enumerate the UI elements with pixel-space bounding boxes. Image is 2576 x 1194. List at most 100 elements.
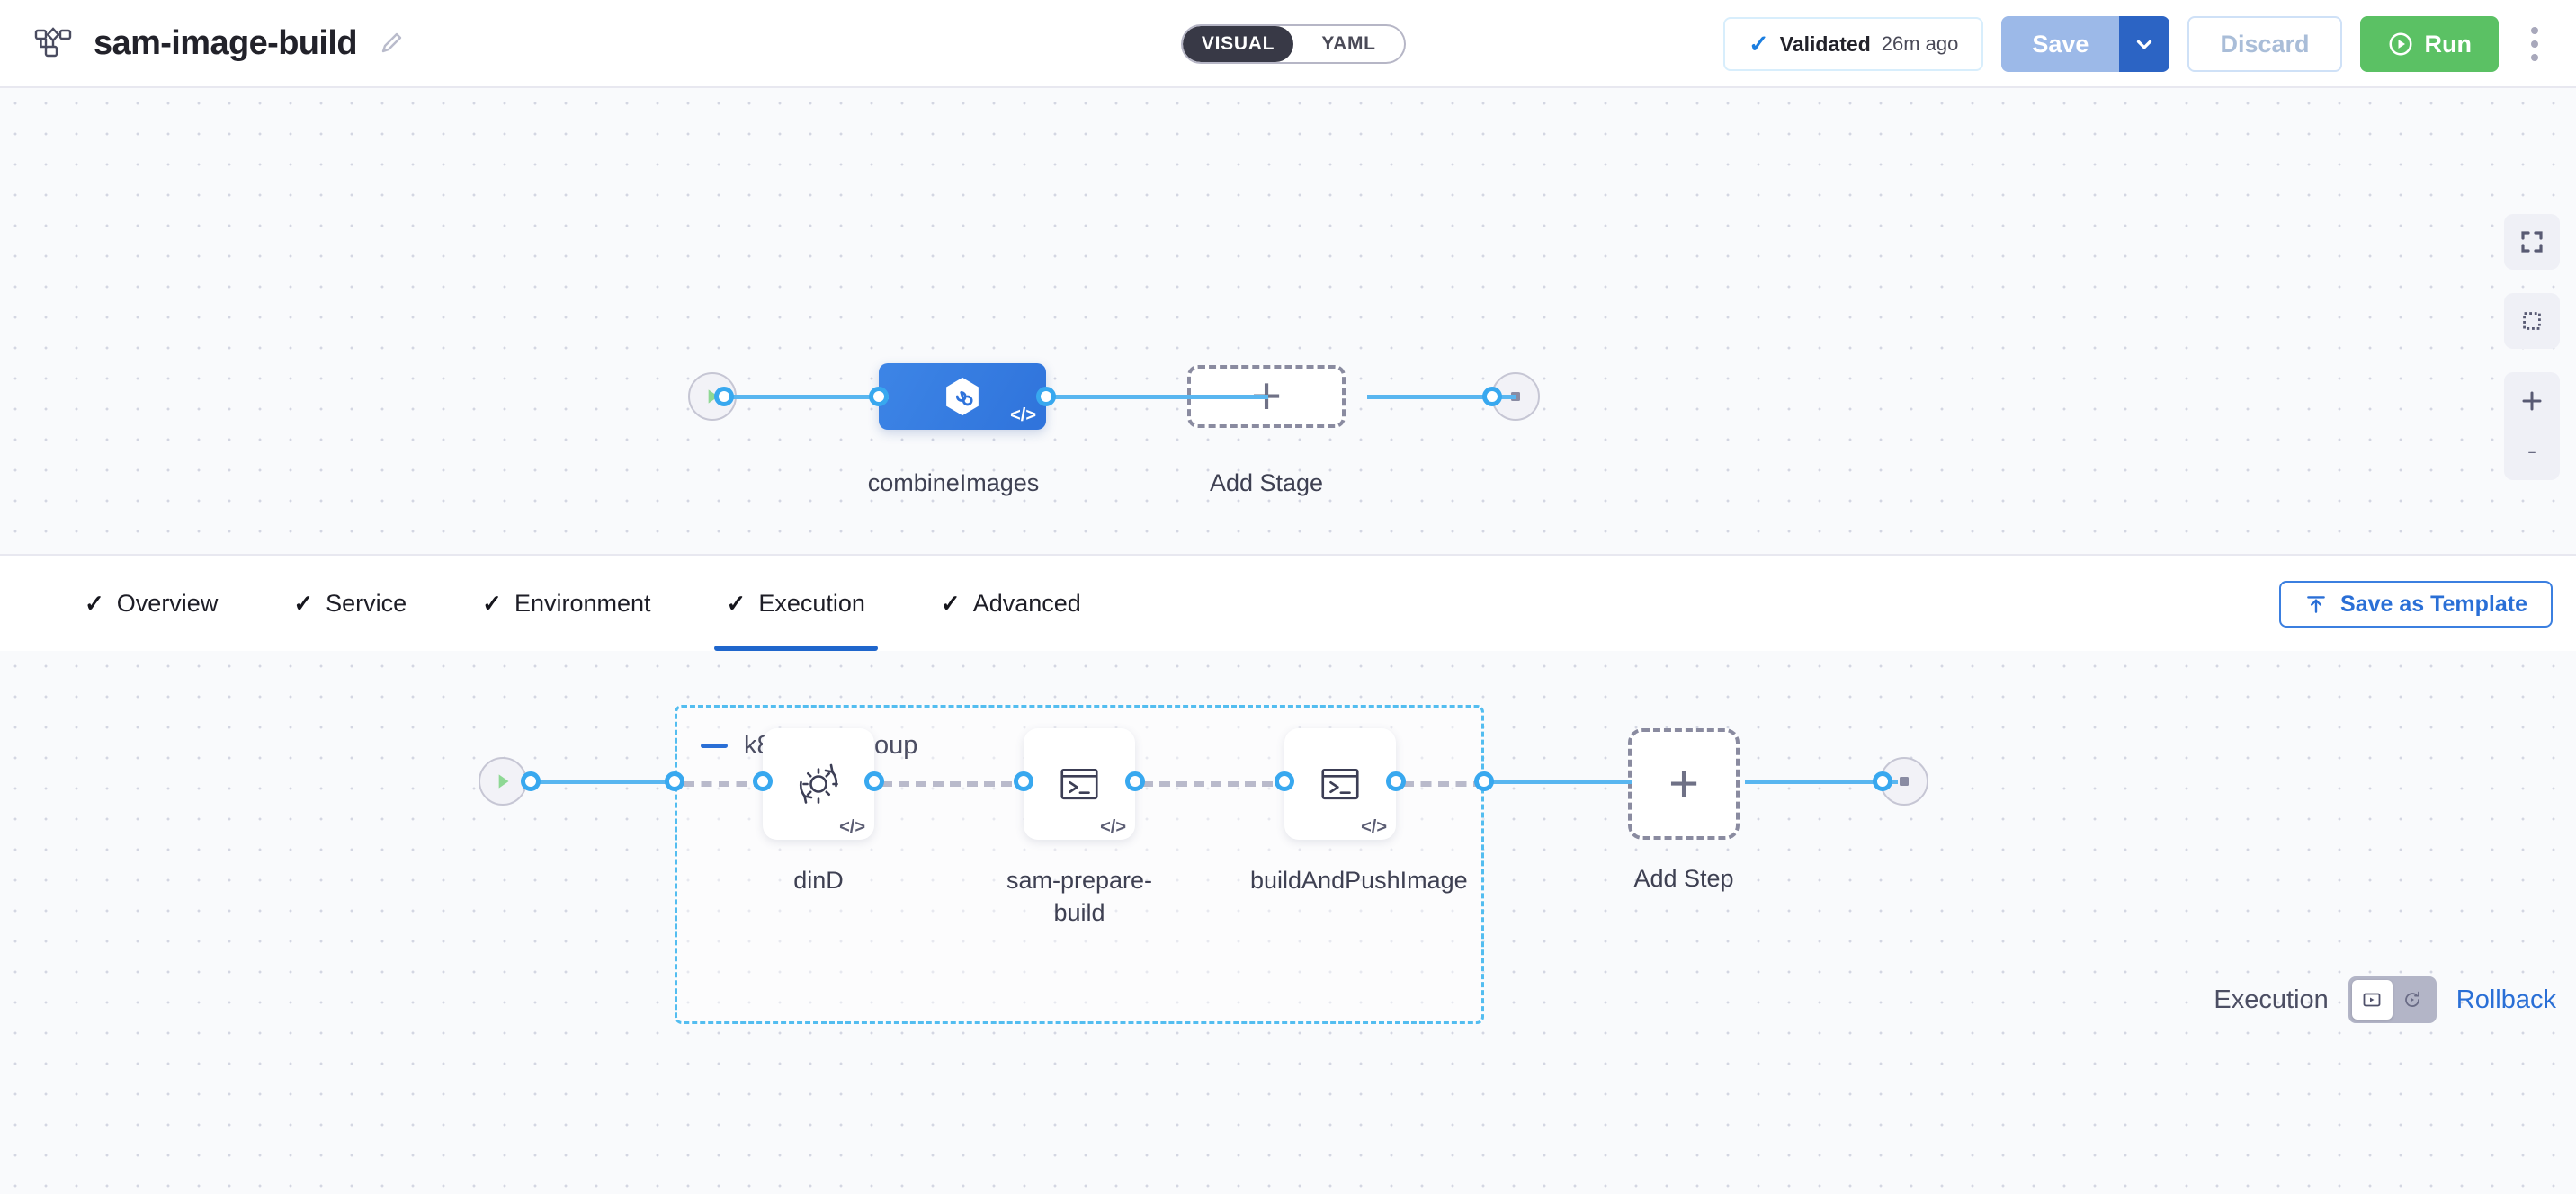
plus-icon: + <box>1668 754 1699 813</box>
tab-label: Execution <box>758 589 865 617</box>
zoom-controls[interactable] <box>2504 372 2560 480</box>
upload-template-icon <box>2304 593 2328 616</box>
link-addstage-to-end <box>1367 395 1516 399</box>
step-label-sam-prepare-build: sam-prepare-build <box>1006 867 1153 926</box>
code-glyph-icon[interactable]: </> <box>1361 817 1387 837</box>
play-triangle-icon <box>498 774 509 789</box>
chevron-down-icon[interactable] <box>2119 16 2170 72</box>
top-toolbar: sam-image-build VISUAL YAML ✓ Validated … <box>0 0 2576 88</box>
gear-refresh-icon <box>799 763 838 804</box>
stop-square-icon <box>1900 777 1909 786</box>
check-icon: ✓ <box>482 589 502 617</box>
link-samprepare-to-buildandpush <box>1142 781 1273 787</box>
zoom-out-icon[interactable] <box>2518 450 2546 466</box>
tab-advanced[interactable]: ✓ Advanced <box>903 556 1119 651</box>
steps-start-node[interactable] <box>479 757 527 806</box>
execution-mode-switch[interactable] <box>2348 976 2437 1023</box>
port-dind-out[interactable] <box>864 771 884 791</box>
save-button[interactable]: Save <box>2001 16 2120 72</box>
fit-screen-icon[interactable] <box>2504 214 2560 270</box>
execution-label: Execution <box>2214 985 2329 1014</box>
tab-execution[interactable]: ✓ Execution <box>689 556 903 651</box>
terminal-shell-icon <box>1060 768 1098 800</box>
toggle-visual[interactable]: VISUAL <box>1183 26 1293 62</box>
discard-button[interactable]: Discard <box>2187 16 2342 72</box>
port-start-out[interactable] <box>714 387 734 406</box>
add-step-button[interactable]: + <box>1628 728 1740 840</box>
play-in-box-icon[interactable] <box>2351 980 2393 1020</box>
port-group-in[interactable] <box>665 771 684 791</box>
terminal-shell-icon <box>1321 768 1359 800</box>
pencil-edit-icon[interactable] <box>377 29 406 58</box>
minus-collapse-icon[interactable] <box>701 744 728 748</box>
step-node-dind[interactable]: </> <box>763 728 874 840</box>
pipeline-nodes-icon <box>32 22 74 64</box>
link-group-to-dind <box>684 781 765 787</box>
link-start-to-group <box>526 780 675 784</box>
port-steps-start-out[interactable] <box>521 771 541 791</box>
link-group-to-addstep <box>1484 780 1632 784</box>
run-button[interactable]: Run <box>2359 16 2499 72</box>
tab-label: Service <box>326 589 407 617</box>
rotate-clockwise-icon[interactable] <box>2393 980 2433 1020</box>
port-stage-in[interactable] <box>869 387 889 406</box>
check-icon: ✓ <box>85 589 104 617</box>
tab-list: ✓ Overview ✓ Service ✓ Environment ✓ Exe… <box>0 556 1119 651</box>
steps-graph-canvas[interactable]: Execution Rollback k8s-step-group <box>0 651 2576 1194</box>
status-badge: ✓ Validated 26m ago <box>1723 17 1984 71</box>
check-icon: ✓ <box>1749 30 1769 58</box>
save-as-template-label: Save as Template <box>2340 591 2527 617</box>
code-glyph-icon[interactable]: </> <box>1100 817 1126 837</box>
port-group-out[interactable] <box>1474 771 1494 791</box>
step-label-buildandpushimage: buildAndPushImage <box>1250 867 1468 894</box>
canvas-controls <box>2504 214 2560 480</box>
link-dind-to-samprepare <box>881 781 1012 787</box>
validated-timestamp: 26m ago <box>1881 32 1959 55</box>
select-area-icon[interactable] <box>2504 293 2560 349</box>
code-glyph-icon[interactable]: </> <box>839 817 865 837</box>
zoom-in-icon[interactable] <box>2518 387 2546 420</box>
link-stage-to-addstage <box>1043 395 1268 399</box>
play-circle-icon <box>2387 31 2414 58</box>
page-title: sam-image-build <box>94 23 358 62</box>
port-buildandpush-in[interactable] <box>1275 771 1294 791</box>
stage-node-label: combineImages <box>867 469 1040 496</box>
tab-service[interactable]: ✓ Service <box>255 556 444 651</box>
save-as-template-button[interactable]: Save as Template <box>2279 581 2553 628</box>
stage-graph-canvas[interactable]: </> combineImages + Add Stage <box>0 88 2576 556</box>
check-icon: ✓ <box>940 589 961 617</box>
link-buildandpush-to-groupend <box>1403 781 1484 787</box>
play-triangle-icon <box>708 389 719 404</box>
link-addstep-to-end <box>1745 780 1898 784</box>
tab-label: Advanced <box>972 589 1081 617</box>
port-samprepare-out[interactable] <box>1125 771 1145 791</box>
step-label-dind: dinD <box>793 867 844 894</box>
more-vertical-icon[interactable] <box>2517 27 2553 61</box>
code-glyph-icon[interactable]: </> <box>1010 405 1036 425</box>
link-start-to-stage <box>720 395 889 399</box>
run-label: Run <box>2424 30 2472 58</box>
tab-environment[interactable]: ✓ Environment <box>444 556 688 651</box>
add-step-label: Add Step <box>1633 865 1734 892</box>
port-steps-end-in[interactable] <box>1873 771 1892 791</box>
port-samprepare-in[interactable] <box>1014 771 1033 791</box>
rollback-link[interactable]: Rollback <box>2455 985 2556 1014</box>
pipeline-identity: sam-image-build <box>0 22 406 64</box>
infinity-hexagon-icon <box>946 377 979 416</box>
stage-config-tabs: ✓ Overview ✓ Service ✓ Environment ✓ Exe… <box>0 556 2576 651</box>
tab-label: Environment <box>514 589 651 617</box>
stage-node-combineimages[interactable]: </> <box>879 363 1046 430</box>
mode-toggle[interactable]: VISUAL YAML <box>1181 24 1406 64</box>
execution-rollback-toolbar: Execution Rollback <box>2214 976 2556 1023</box>
port-buildandpush-out[interactable] <box>1386 771 1406 791</box>
step-node-buildandpushimage[interactable]: </> <box>1284 728 1396 840</box>
port-dind-in[interactable] <box>753 771 773 791</box>
toggle-yaml[interactable]: YAML <box>1321 33 1376 54</box>
validated-label: Validated <box>1779 31 1871 56</box>
port-end-in[interactable] <box>1482 387 1502 406</box>
port-stage-out[interactable] <box>1036 387 1056 406</box>
step-node-sam-prepare-build[interactable]: </> <box>1024 728 1135 840</box>
tab-overview[interactable]: ✓ Overview <box>47 556 255 651</box>
add-stage-label: Add Stage <box>1209 469 1324 496</box>
save-button-group[interactable]: Save <box>2001 16 2170 72</box>
